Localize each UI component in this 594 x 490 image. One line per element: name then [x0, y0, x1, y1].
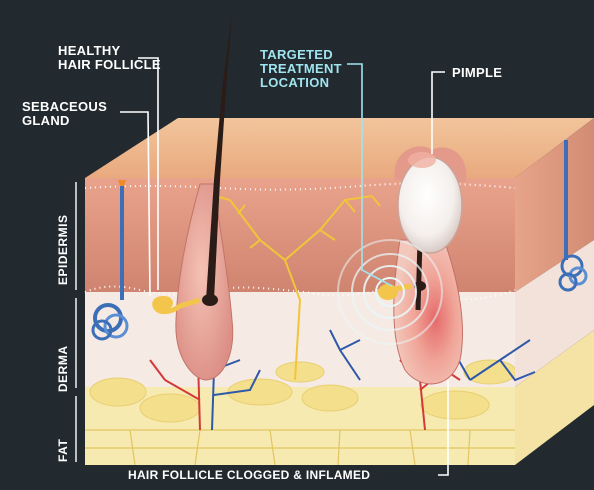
skin-surface — [85, 118, 594, 178]
targeted-treatment-label: TARGETED TREATMENT LOCATION — [260, 48, 342, 90]
fat-label: FAT — [56, 439, 70, 462]
derma-label: DERMA — [56, 346, 70, 393]
epidermis-label: EPIDERMIS — [56, 214, 70, 285]
clogged-follicle-label: HAIR FOLLICLE CLOGGED & INFLAMED — [128, 468, 370, 482]
pimple-label: PIMPLE — [452, 66, 502, 80]
healthy-follicle-label: HEALTHY HAIR FOLLICLE — [58, 44, 161, 72]
sebaceous-gland-label: SEBACEOUS GLAND — [22, 100, 107, 128]
